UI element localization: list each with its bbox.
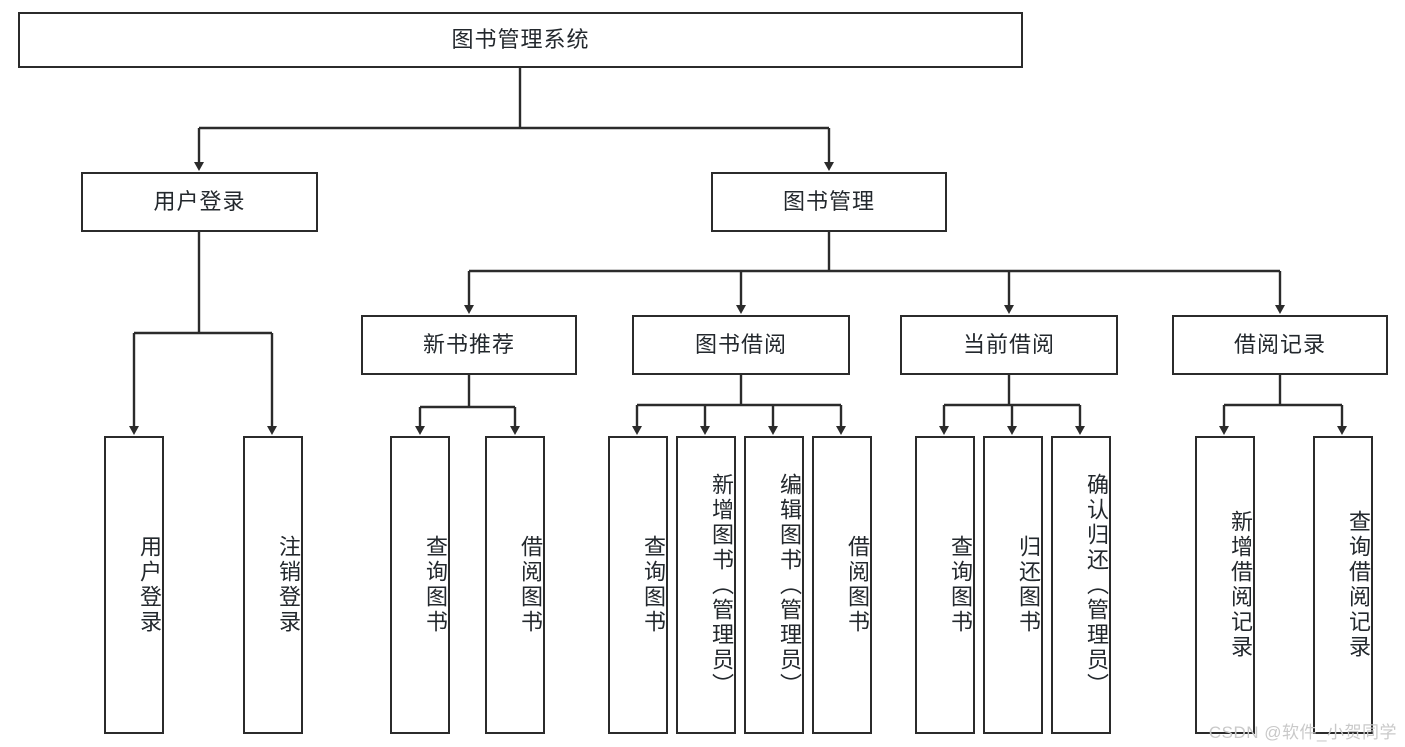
node-label: 归还图书 (1016, 535, 1041, 635)
leaf-node-借阅图书-3: 借阅图书 (485, 436, 545, 734)
leaf-node-查询图书-8: 查询图书 (915, 436, 975, 734)
leaf-node-查询图书-4: 查询图书 (608, 436, 668, 734)
level2-node-图书管理-1: 图书管理 (711, 172, 947, 232)
level2-node-用户登录-0: 用户登录 (81, 172, 318, 232)
node-label: 查询借阅记录 (1346, 510, 1371, 660)
node-label: 新书推荐 (422, 331, 515, 357)
node-label: 编辑图书（管理员） (777, 472, 802, 698)
node-label: 注销登录 (276, 535, 301, 635)
watermark-label: CSDN @软件_小贺同学 (1208, 723, 1397, 742)
leaf-node-查询借阅记录-12: 查询借阅记录 (1313, 436, 1373, 734)
node-label: 查询图书 (641, 535, 666, 635)
level3-node-新书推荐-0: 新书推荐 (361, 315, 577, 375)
node-label: 用户登录 (137, 535, 162, 635)
node-label: 图书管理 (782, 188, 875, 214)
node-label: 确认归还（管理员） (1084, 472, 1109, 698)
leaf-node-确认归还管理员-10: 确认归还（管理员） (1051, 436, 1111, 734)
leaf-node-新增图书管理员-5: 新增图书（管理员） (676, 436, 736, 734)
level3-node-图书借阅-1: 图书借阅 (632, 315, 850, 375)
root-node-图书管理系统: 图书管理系统 (18, 12, 1023, 68)
leaf-node-注销登录-1: 注销登录 (243, 436, 303, 734)
node-label: 借阅记录 (1233, 331, 1326, 357)
leaf-node-借阅图书-7: 借阅图书 (812, 436, 872, 734)
edges (129, 68, 1347, 435)
leaf-node-新增借阅记录-11: 新增借阅记录 (1195, 436, 1255, 734)
node-label: 新增借阅记录 (1228, 510, 1253, 660)
node-label: 图书管理系统 (451, 26, 590, 52)
node-label: 用户登录 (153, 188, 246, 214)
leaf-node-归还图书-9: 归还图书 (983, 436, 1043, 734)
node-label: 查询图书 (423, 535, 448, 635)
node-label: 查询图书 (948, 535, 973, 635)
node-label: 当前借阅 (962, 331, 1055, 357)
node-label: 借阅图书 (845, 535, 870, 635)
node-label: 新增图书（管理员） (709, 472, 734, 698)
level3-node-当前借阅-2: 当前借阅 (900, 315, 1118, 375)
leaf-node-用户登录-0: 用户登录 (104, 436, 164, 734)
leaf-node-编辑图书管理员-6: 编辑图书（管理员） (744, 436, 804, 734)
leaf-node-查询图书-2: 查询图书 (390, 436, 450, 734)
node-label: 借阅图书 (518, 535, 543, 635)
level3-node-借阅记录-3: 借阅记录 (1172, 315, 1388, 375)
node-label: 图书借阅 (694, 331, 787, 357)
